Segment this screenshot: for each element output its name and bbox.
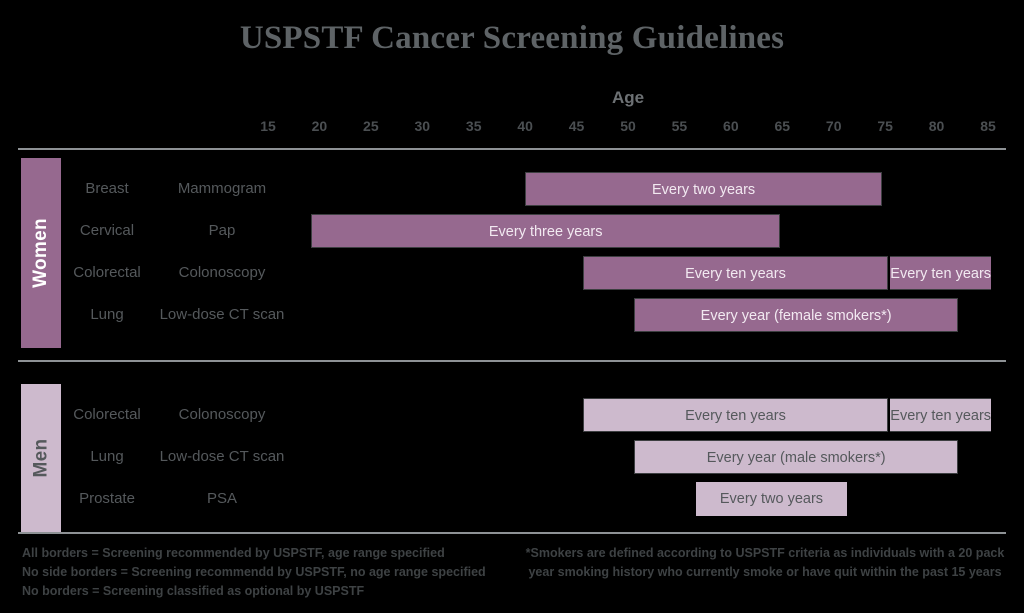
divider-bottom xyxy=(18,532,1006,534)
footnote-line: No borders = Screening classified as opt… xyxy=(22,584,365,598)
cancer-type-label: Prostate xyxy=(79,490,135,507)
axis-tick-50: 50 xyxy=(620,118,636,134)
axis-tick-30: 30 xyxy=(414,118,431,134)
table-row: Breast Mammogram Every two years xyxy=(0,168,1024,210)
screening-interval-bar: Every two years xyxy=(525,172,883,206)
footnotes: All borders = Screening recommended by U… xyxy=(0,540,1024,613)
divider-top xyxy=(18,148,1006,150)
footnote-line: No side borders = Screening recommendd b… xyxy=(22,565,486,579)
cancer-type-label: Colorectal xyxy=(73,406,141,423)
table-row: Cervical Pap Every three years xyxy=(0,210,1024,252)
screening-interval-bar: Every three years xyxy=(311,214,781,248)
axis-tick-35: 35 xyxy=(465,118,482,134)
axis-tick-75: 75 xyxy=(877,118,893,134)
axis-tick-60: 60 xyxy=(723,118,739,134)
screening-interval-bar: Every ten years xyxy=(582,398,889,432)
table-row: Lung Low-dose CT scan Every year (male smo… xyxy=(0,436,1024,478)
divider-middle xyxy=(18,360,1006,362)
footnote-smokers: *Smokers are defined according to USPSTF… xyxy=(520,544,1010,582)
table-row: Prostate PSA Every two years xyxy=(0,478,1024,520)
axis-tick-45: 45 xyxy=(568,118,585,134)
axis-tick-80: 80 xyxy=(928,118,945,134)
axis-tick-55: 55 xyxy=(671,118,688,134)
axis-title: Age xyxy=(611,88,645,107)
axis-tick-85: 85 xyxy=(980,118,996,134)
axis-tick-65: 65 xyxy=(774,118,791,134)
axis-tick-40: 40 xyxy=(517,118,533,134)
section-tab-men: Men xyxy=(21,384,61,532)
section-tab-women: Women xyxy=(21,158,61,348)
cancer-type-label: Breast xyxy=(85,180,129,197)
footnote-line: *Smokers are defined according to USPSTF… xyxy=(525,546,1005,579)
footnote-line: All borders = Screening recommended by U… xyxy=(22,546,445,560)
screening-test-label: Low-dose CT scan xyxy=(159,448,285,465)
cancer-type-label: Colorectal xyxy=(73,264,141,281)
age-axis: 15 20 25 30 35 40 45 50 55 60 65 70 75 80 85 xyxy=(0,118,1024,140)
footnote-legend: All borders = Screening recommended by U… xyxy=(22,544,522,601)
screening-test-label: PSA xyxy=(206,490,237,507)
table-row: Lung Low-dose CT scan Every year (female s… xyxy=(0,294,1024,336)
axis-tick-70: 70 xyxy=(825,118,842,134)
screening-test-label: Low-dose CT scan xyxy=(159,306,285,323)
screening-test-label: Mammogram xyxy=(177,180,267,197)
screening-test-label: Colonoscopy xyxy=(178,264,266,281)
axis-tick-25: 25 xyxy=(363,118,379,134)
screening-interval-bar: Every year (female smokers*) xyxy=(634,298,959,332)
page-title: USPSTF Cancer Screening Guidelines xyxy=(239,20,785,56)
axis-tick-15: 15 xyxy=(260,118,276,134)
screening-test-label: Colonoscopy xyxy=(178,406,266,423)
screening-interval-bar: Every year (male smokers*) xyxy=(634,440,959,474)
screening-test-label: Pap xyxy=(208,222,236,239)
screening-interval-bar: Every ten years xyxy=(890,398,992,432)
cancer-type-label: Lung xyxy=(90,306,124,323)
screening-interval-bar: Every ten years xyxy=(582,256,889,290)
axis-tick-20: 20 xyxy=(311,118,328,134)
cancer-type-label: Lung xyxy=(90,448,124,465)
screening-interval-bar: Every ten years xyxy=(890,256,992,290)
cancer-type-label: Cervical xyxy=(79,222,135,239)
screening-interval-bar: Every two years xyxy=(695,482,848,516)
